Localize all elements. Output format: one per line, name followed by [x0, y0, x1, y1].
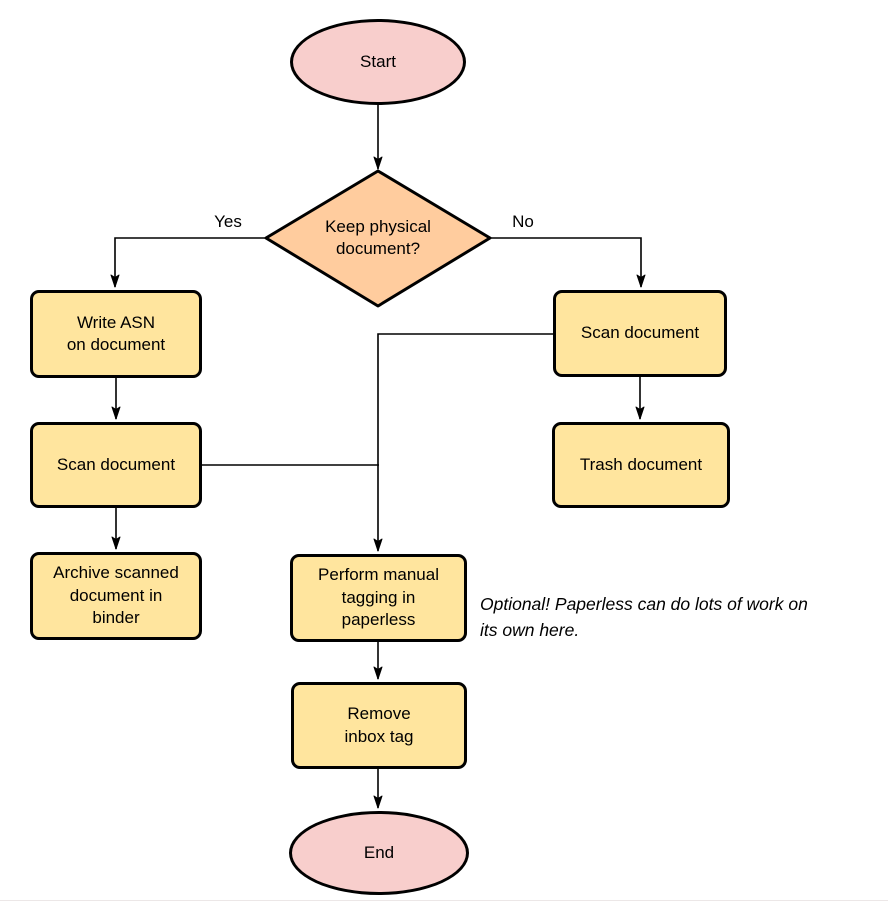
bottom-divider-line: [0, 900, 888, 901]
node-trash-document: Trash document: [552, 422, 730, 508]
node-write-asn: Write ASN on document: [30, 290, 202, 378]
node-end-label: End: [363, 842, 395, 862]
edge-label-no: No: [500, 212, 546, 232]
node-trash-document-label: Trash document: [579, 454, 703, 474]
node-scan-document-right: Scan document: [553, 290, 727, 377]
node-start-label: Start: [360, 51, 396, 71]
edge-decision-no-to-scan-right: [490, 237, 646, 288]
node-scan-document-right-label: Scan document: [580, 323, 700, 343]
node-remove-inbox-tag: Remove inbox tag: [291, 682, 467, 769]
node-archive-binder: Archive scanned document in binder: [30, 552, 202, 640]
node-archive-binder-label: Archive scanned document in binder: [53, 563, 179, 628]
annotation-optional-note: Optional! Paperless can do lots of work …: [480, 594, 808, 641]
edge-scan-right-to-tagging: [373, 333, 553, 552]
node-scan-document-left: Scan document: [30, 422, 202, 508]
node-manual-tagging-label: Perform manual tagging in paperless: [318, 565, 439, 630]
edge-label-yes: Yes: [203, 212, 253, 232]
node-scan-document-left-label: Scan document: [56, 454, 176, 474]
node-write-asn-label: Write ASN on document: [66, 312, 166, 354]
node-decision-label: Keep physical document?: [325, 216, 431, 258]
node-start: Start: [290, 19, 466, 105]
node-remove-inbox-tag-label: Remove inbox tag: [344, 704, 414, 746]
edge-decision-yes-to-write-asn: [110, 237, 265, 288]
node-manual-tagging: Perform manual tagging in paperless: [290, 554, 467, 642]
decision-diamond-shape: [264, 169, 492, 308]
node-end: End: [289, 811, 469, 895]
